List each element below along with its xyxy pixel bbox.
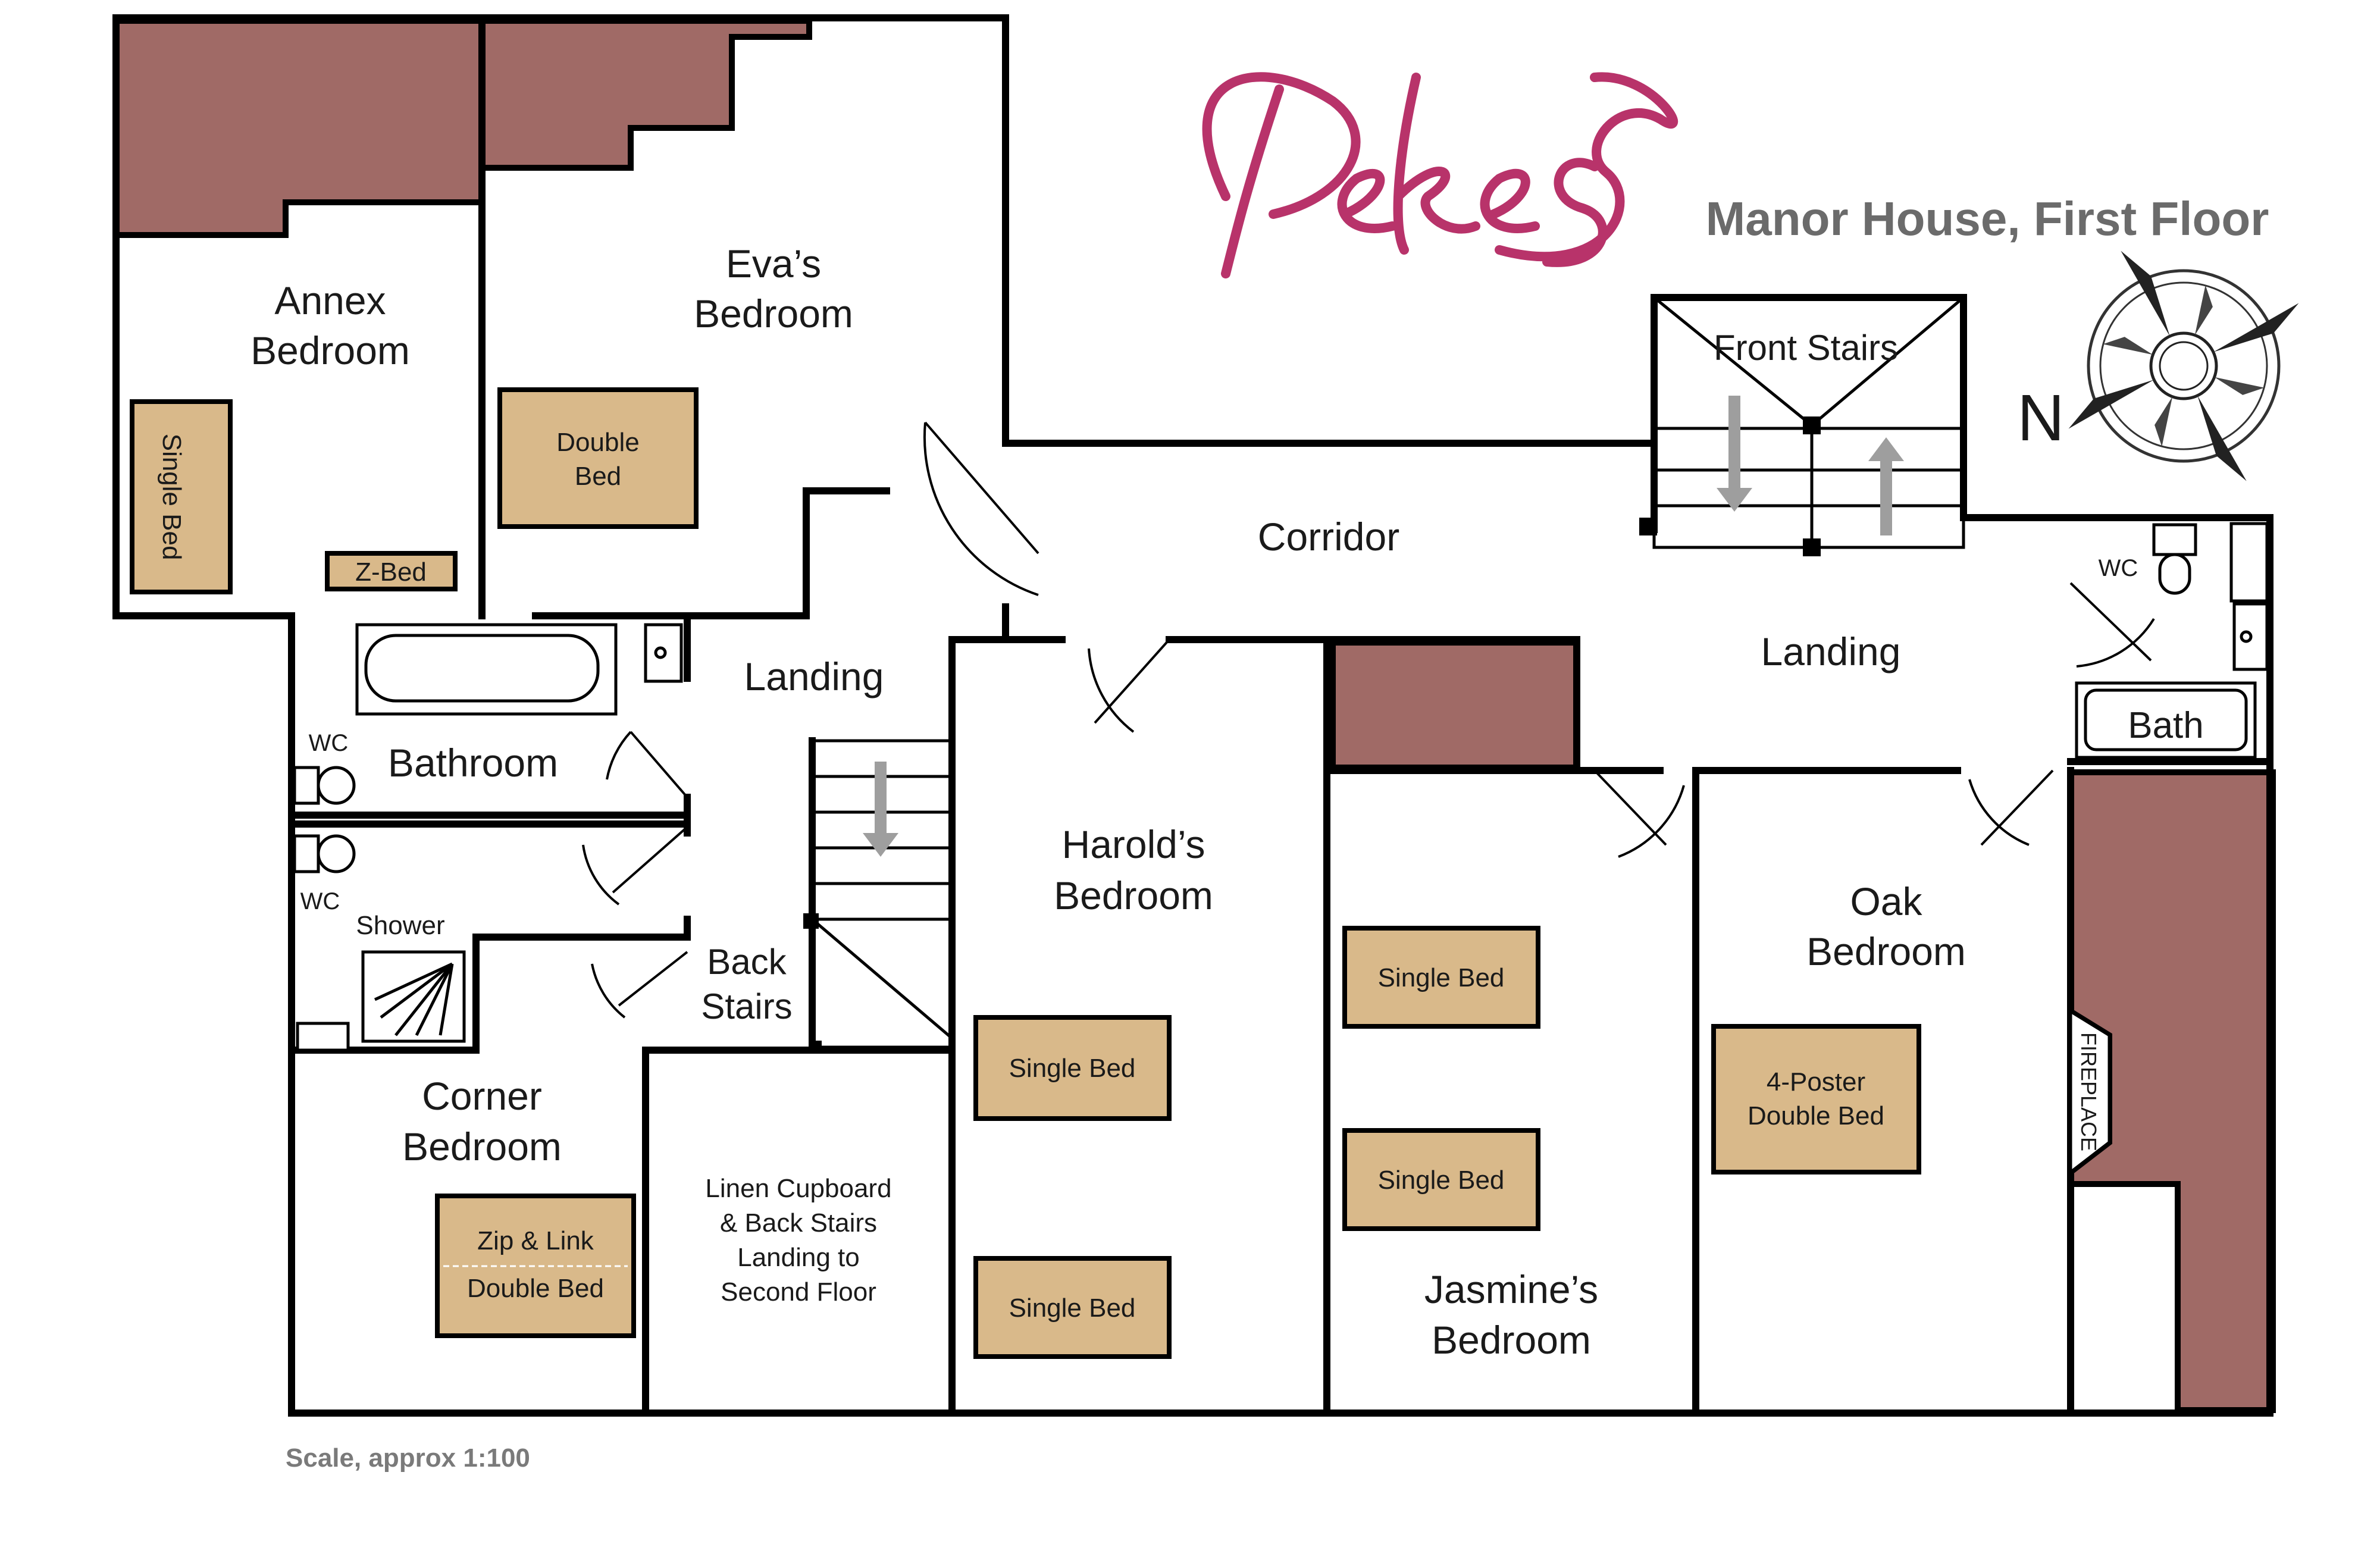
jasmine-label-2: Bedroom	[1432, 1318, 1591, 1362]
wc-label-1: WC	[309, 730, 349, 756]
harold-single-bed-2	[973, 1256, 1172, 1359]
oak-label-2: Bedroom	[1806, 929, 1966, 973]
corner-label-2: Bedroom	[402, 1125, 562, 1169]
compass-north-label: N	[2017, 381, 2064, 455]
bathroom-label: Bathroom	[388, 741, 558, 785]
jasmine-bed-1-label: Single Bed	[1378, 963, 1505, 992]
harold-single-bed-1	[973, 1015, 1172, 1121]
fireplace-outline	[2069, 1008, 2111, 1176]
corridor-label: Corridor	[1258, 515, 1399, 559]
linen-label-3: Landing to	[737, 1243, 860, 1272]
walls	[112, 14, 2273, 1417]
eva-label-1: Eva’s	[726, 242, 821, 286]
linen-label-1: Linen Cupboard	[705, 1174, 891, 1203]
eva-double-bed	[497, 387, 699, 529]
doors	[582, 421, 2155, 1019]
oak-bed-label-2: Double Bed	[1748, 1101, 1884, 1130]
annex-z-bed	[325, 551, 458, 591]
jasmine-label-1: Jasmine’s	[1424, 1267, 1598, 1311]
wc-label-3: WC	[2099, 555, 2138, 581]
front-stairs-label: Front Stairs	[1714, 328, 1898, 368]
wc-label-2: WC	[300, 888, 340, 914]
jasmine-single-bed-1	[1342, 926, 1540, 1029]
jasmine-bed-2-label: Single Bed	[1378, 1166, 1505, 1195]
back-stairs-drawing	[803, 739, 953, 1049]
bath-label: Bath	[2128, 705, 2204, 746]
back-stairs-label-2: Stairs	[701, 986, 792, 1026]
basin-icon-2	[296, 1022, 350, 1052]
floor-title: Manor House, First Floor	[1706, 192, 2269, 245]
pekes-logo	[1202, 72, 1678, 278]
front-stairs-drawing	[1639, 296, 1965, 556]
annex-label-1: Annex	[274, 278, 386, 322]
annex-single-bed-label: Single Bed	[157, 434, 186, 560]
toilet-icon-2	[293, 834, 320, 873]
harold-label-2: Bedroom	[1054, 873, 1213, 917]
fireplace-label: FIREPLACE	[2077, 1032, 2101, 1151]
back-stairs-label-1: Back	[707, 942, 787, 982]
chimney-jasmine	[1330, 640, 1580, 770]
corner-bed-label-1: Zip & Link	[477, 1226, 594, 1255]
jasmine-single-bed-2	[1342, 1128, 1540, 1231]
eva-label-2: Bedroom	[694, 292, 853, 336]
compass-icon	[2068, 250, 2299, 481]
harold-label-1: Harold’s	[1062, 822, 1205, 866]
scale-note: Scale, approx 1:100	[286, 1443, 530, 1473]
annex-single-bed	[130, 399, 233, 594]
annex-label-2: Bedroom	[250, 328, 410, 372]
eva-bed-label-2: Bed	[575, 462, 621, 491]
fixtures	[293, 522, 2269, 1052]
corner-label-1: Corner	[422, 1074, 542, 1118]
corner-bed-label-2: Double Bed	[467, 1274, 604, 1303]
shower-label: Shower	[356, 911, 444, 940]
oak-four-poster-bed	[1711, 1024, 1921, 1174]
z-bed-label: Z-Bed	[355, 557, 427, 587]
toilet-icon	[293, 766, 320, 805]
linen-label-4: Second Floor	[721, 1277, 876, 1307]
oak-bed-label-1: 4-Poster	[1767, 1067, 1865, 1097]
toilet-icon-3	[2152, 523, 2197, 556]
landing-left-label: Landing	[744, 654, 884, 699]
harold-bed-2-label: Single Bed	[1009, 1293, 1136, 1323]
oak-label-1: Oak	[1850, 879, 1922, 923]
chimney-top-left	[113, 18, 812, 238]
eva-bed-label-1: Double	[556, 428, 639, 457]
beds	[130, 387, 1921, 1359]
landing-right-label: Landing	[1761, 629, 1901, 674]
harold-bed-1-label: Single Bed	[1009, 1054, 1136, 1083]
linen-label-2: & Back Stairs	[720, 1208, 877, 1238]
